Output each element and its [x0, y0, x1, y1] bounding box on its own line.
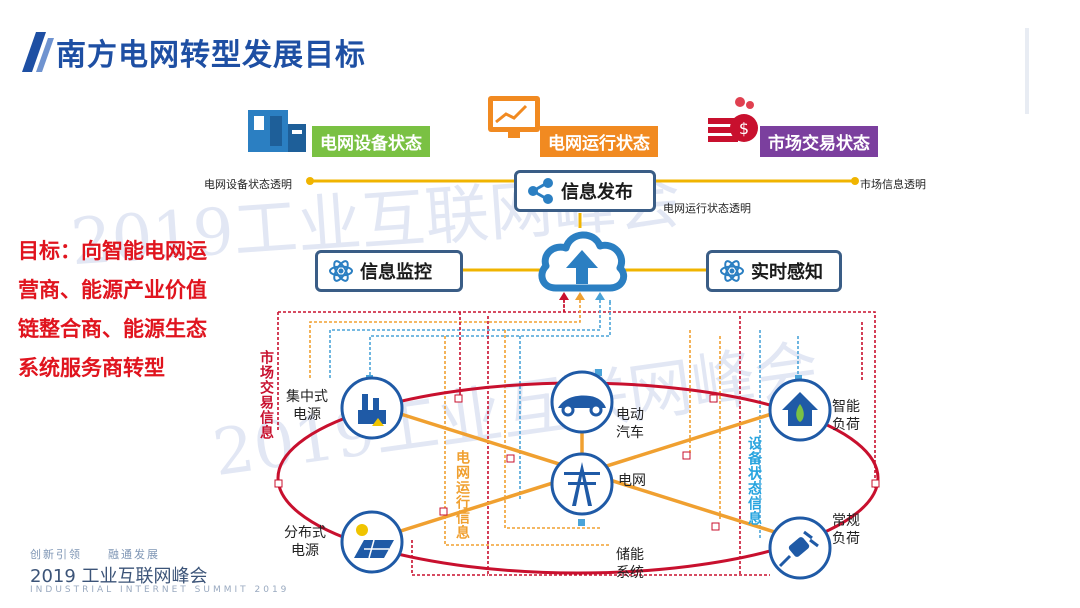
footer-english: INDUSTRIAL INTERNET SUMMIT 2019 — [30, 585, 290, 595]
page-title: 南方电网转型发展目标 — [56, 38, 366, 73]
goal-line-3: 链整合商、能源生态 — [18, 317, 207, 341]
equipment-status-label: 电网设备状态 — [312, 126, 430, 157]
market-status-icon: $ — [708, 97, 758, 142]
realtime-box: 实时感知 — [706, 250, 842, 292]
market-transparency-text: 市场信息透明 — [860, 178, 926, 191]
market-status-label: 市场交易状态 — [760, 126, 878, 157]
power-plug-icon — [768, 516, 832, 580]
market-trade-info-label: 市场交易信息 — [258, 350, 274, 440]
smart-load-label: 智能 负荷 — [832, 399, 860, 433]
equipment-status-info-label: 设备状态信息 — [746, 436, 762, 526]
svg-text:$: $ — [739, 119, 749, 138]
goal-line-1: 目标：向智能电网运 — [18, 239, 207, 263]
grid-operation-info-label: 电网运行信息 — [454, 450, 470, 540]
operation-status-label: 电网运行状态 — [540, 126, 658, 157]
atom-icon — [720, 260, 744, 282]
electric-car-icon — [550, 370, 614, 434]
equipment-status-icon — [248, 110, 306, 152]
realtime-label: 实时感知 — [751, 262, 823, 283]
distributed-power-label: 分布式 电源 — [284, 525, 326, 559]
footer-slogan: 创新引领 融通发展 — [30, 548, 160, 561]
corner-decoration — [1025, 28, 1029, 114]
share-network-icon — [528, 178, 553, 204]
power-tower-icon — [550, 452, 614, 516]
grid-label: 电网 — [618, 473, 646, 489]
goal-line-2: 营商、能源产业价值 — [18, 278, 207, 302]
smart-home-icon — [768, 378, 832, 442]
regular-load-label: 常规 负荷 — [832, 513, 860, 547]
cloud-upload-icon — [538, 231, 628, 292]
info-publish-label: 信息发布 — [561, 182, 633, 203]
storage-label: 储能 系统 — [616, 547, 644, 581]
footer-event: 2019 工业互联网峰会 — [30, 566, 208, 587]
solar-panel-icon — [340, 510, 404, 574]
title-accent-icon — [22, 32, 54, 72]
ev-label: 电动 汽车 — [616, 407, 644, 441]
equipment-transparency-text: 电网设备状态透明 — [204, 178, 292, 191]
central-power-label: 集中式 电源 — [286, 389, 328, 423]
goal-text: 目标：向智能电网运 营商、能源产业价值 链整合商、能源生态 系统服务商转型 — [18, 232, 248, 388]
goal-line-4: 系统服务商转型 — [18, 356, 165, 380]
operation-status-icon — [488, 96, 540, 138]
operation-transparency-text: 电网运行状态透明 — [663, 202, 751, 215]
info-publish-box: 信息发布 — [514, 170, 656, 212]
info-monitor-box: 信息监控 — [315, 250, 463, 292]
info-monitor-label: 信息监控 — [360, 262, 432, 283]
central-power-plant-icon — [340, 376, 404, 440]
atom-icon — [329, 260, 353, 282]
